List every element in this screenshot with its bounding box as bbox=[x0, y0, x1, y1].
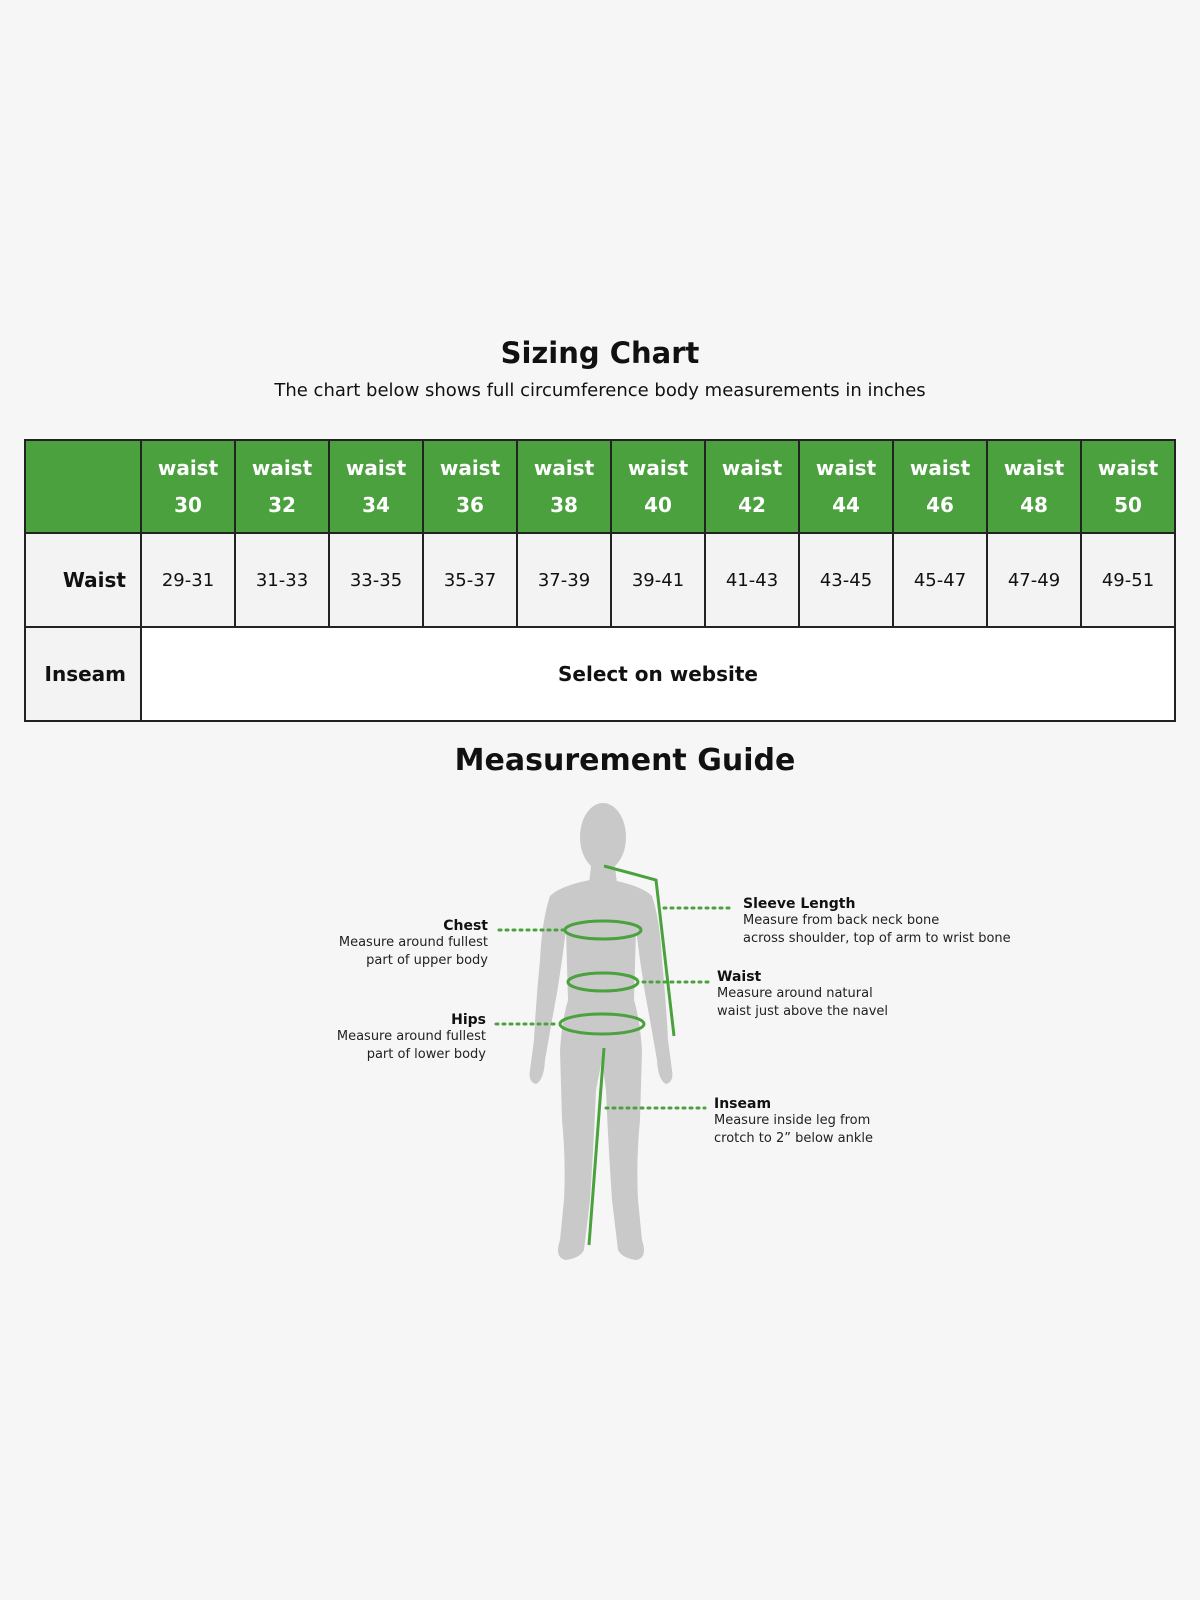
size-header-cell: waist 34 bbox=[328, 439, 424, 534]
size-header-cell: waist 38 bbox=[516, 439, 612, 534]
size-header-word: waist bbox=[251, 455, 313, 480]
chest-desc-line: part of upper body bbox=[366, 953, 488, 968]
size-header-cell: waist 44 bbox=[798, 439, 894, 534]
size-header-cell: waist 50 bbox=[1080, 439, 1176, 534]
table-cell: 35-37 bbox=[422, 532, 518, 628]
table-cell: 49-51 bbox=[1080, 532, 1176, 628]
waist-desc-line: waist just above the navel bbox=[717, 1004, 889, 1019]
table-cell: 29-31 bbox=[140, 532, 236, 628]
waist-annotation: Waist Measure around natural waist just … bbox=[717, 969, 957, 1021]
size-header-number: 36 bbox=[456, 492, 484, 517]
inseam-annotation: Inseam Measure inside leg from crotch to… bbox=[714, 1096, 954, 1148]
size-header-word: waist bbox=[345, 455, 407, 480]
page-title: Sizing Chart bbox=[500, 336, 700, 370]
size-header-word: waist bbox=[721, 455, 783, 480]
sleeve-annotation: Sleeve Length Measure from back neck bon… bbox=[743, 896, 1043, 948]
hips-label: Hips bbox=[451, 1012, 486, 1028]
table-cell: 47-49 bbox=[986, 532, 1082, 628]
waist-label: Waist bbox=[717, 969, 762, 985]
chest-annotation: Chest Measure around fullest part of upp… bbox=[288, 918, 488, 970]
size-header-number: 40 bbox=[644, 492, 672, 517]
size-header-word: waist bbox=[627, 455, 689, 480]
table-cell: 41-43 bbox=[704, 532, 800, 628]
body-silhouette-icon bbox=[529, 803, 673, 1260]
sleeve-line bbox=[603, 864, 676, 1037]
size-header-word: waist bbox=[1003, 455, 1065, 480]
size-header-cell: waist 36 bbox=[422, 439, 518, 534]
table-corner-cell bbox=[24, 439, 142, 534]
table-cell: 45-47 bbox=[892, 532, 988, 628]
waist-ring bbox=[566, 971, 640, 993]
row-label-inseam: Inseam bbox=[24, 626, 142, 722]
inseam-desc-line: Measure inside leg from bbox=[714, 1113, 871, 1128]
size-header-word: waist bbox=[439, 455, 501, 480]
size-header-cell: waist 48 bbox=[986, 439, 1082, 534]
size-header-cell: waist 30 bbox=[140, 439, 236, 534]
size-header-word: waist bbox=[815, 455, 877, 480]
table-row-inseam: Inseam Select on website bbox=[24, 626, 1176, 722]
size-header-number: 48 bbox=[1020, 492, 1048, 517]
inseam-line bbox=[587, 1047, 606, 1246]
size-header-cell: waist 46 bbox=[892, 439, 988, 534]
size-header-word: waist bbox=[533, 455, 595, 480]
table-cell: 43-45 bbox=[798, 532, 894, 628]
size-header-number: 46 bbox=[926, 492, 954, 517]
table-cell: 33-35 bbox=[328, 532, 424, 628]
sleeve-desc-line: across shoulder, top of arm to wrist bon… bbox=[743, 931, 1011, 946]
chest-desc-line: Measure around fullest bbox=[338, 935, 488, 950]
table-cell: 37-39 bbox=[516, 532, 612, 628]
size-header-cell: waist 42 bbox=[704, 439, 800, 534]
hips-desc-line: Measure around fullest bbox=[336, 1029, 486, 1044]
page-subtitle: The chart below shows full circumference… bbox=[274, 380, 926, 401]
row-label-waist: Waist bbox=[24, 532, 142, 628]
size-header-cell: waist 40 bbox=[610, 439, 706, 534]
sleeve-label: Sleeve Length bbox=[743, 896, 856, 912]
size-header-number: 34 bbox=[362, 492, 390, 517]
inseam-label: Inseam bbox=[714, 1096, 772, 1112]
waist-desc-line: Measure around natural bbox=[717, 986, 873, 1001]
size-header-number: 30 bbox=[174, 492, 202, 517]
sleeve-desc-line: Measure from back neck bone bbox=[743, 913, 940, 928]
table-cell: 39-41 bbox=[610, 532, 706, 628]
guide-title: Measurement Guide bbox=[454, 743, 796, 778]
hips-ring bbox=[558, 1012, 646, 1036]
size-header-number: 42 bbox=[738, 492, 766, 517]
size-header-word: waist bbox=[1097, 455, 1159, 480]
inseam-merged-cell: Select on website bbox=[140, 626, 1176, 722]
size-header-number: 44 bbox=[832, 492, 860, 517]
size-header-number: 50 bbox=[1114, 492, 1142, 517]
size-header-cell: waist 32 bbox=[234, 439, 330, 534]
hips-desc-line: part of lower body bbox=[366, 1047, 486, 1062]
measurement-lines bbox=[558, 864, 676, 1246]
table-cell: 31-33 bbox=[234, 532, 330, 628]
size-header-word: waist bbox=[909, 455, 971, 480]
inseam-desc-line: crotch to 2” below ankle bbox=[714, 1131, 874, 1146]
chest-label: Chest bbox=[443, 918, 488, 934]
size-header-number: 32 bbox=[268, 492, 296, 517]
leader-lines bbox=[494, 906, 736, 1110]
size-header-number: 38 bbox=[550, 492, 578, 517]
table-row-waist: Waist 29-31 31-33 33-35 35-37 37-39 39-4… bbox=[24, 532, 1176, 628]
size-header-word: waist bbox=[157, 455, 219, 480]
hips-annotation: Hips Measure around fullest part of lowe… bbox=[286, 1012, 486, 1064]
